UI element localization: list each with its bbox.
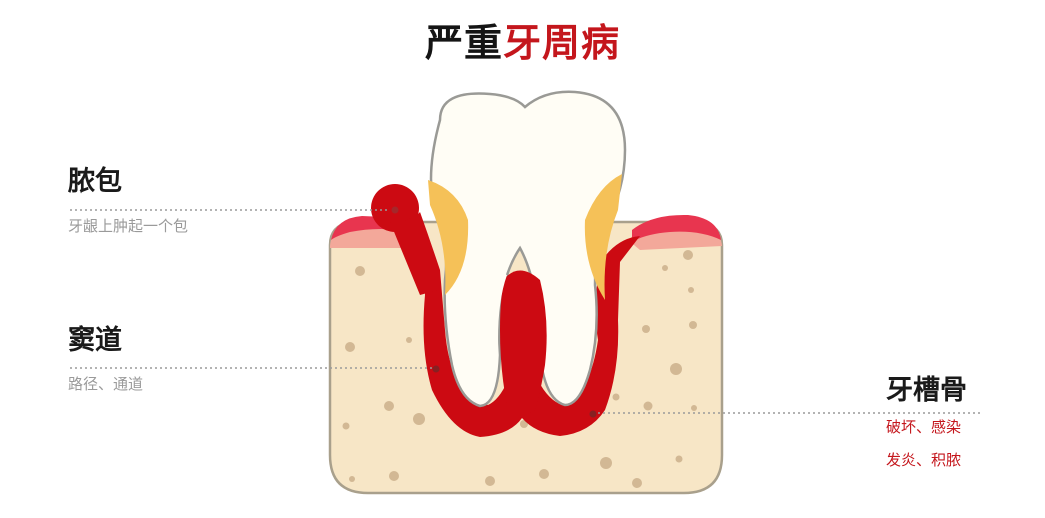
label-alveolar-bone: 牙槽骨 (886, 375, 967, 406)
page-title: 严重牙周病 (0, 12, 1045, 67)
bone-dots (342, 250, 697, 488)
desc-sinus: 路径、通道 (68, 375, 144, 393)
infection-root-center (500, 270, 547, 418)
label-abscess: 脓包 (68, 166, 122, 197)
tartar-right (584, 174, 622, 300)
root-left (460, 272, 507, 400)
desc-alveolar-bone-1: 破坏、感染 (886, 418, 962, 436)
title-part-severe: 严重 (424, 21, 503, 65)
gum-right-top (632, 214, 721, 242)
root-right (545, 269, 591, 400)
title-part-periodontitis: 牙周病 (503, 21, 621, 65)
desc-abscess: 牙龈上肿起一个包 (68, 217, 189, 235)
tartar-left (428, 180, 469, 295)
desc-alveolar-bone-2: 发炎、积脓 (886, 451, 962, 469)
label-sinus: 窦道 (68, 325, 122, 356)
